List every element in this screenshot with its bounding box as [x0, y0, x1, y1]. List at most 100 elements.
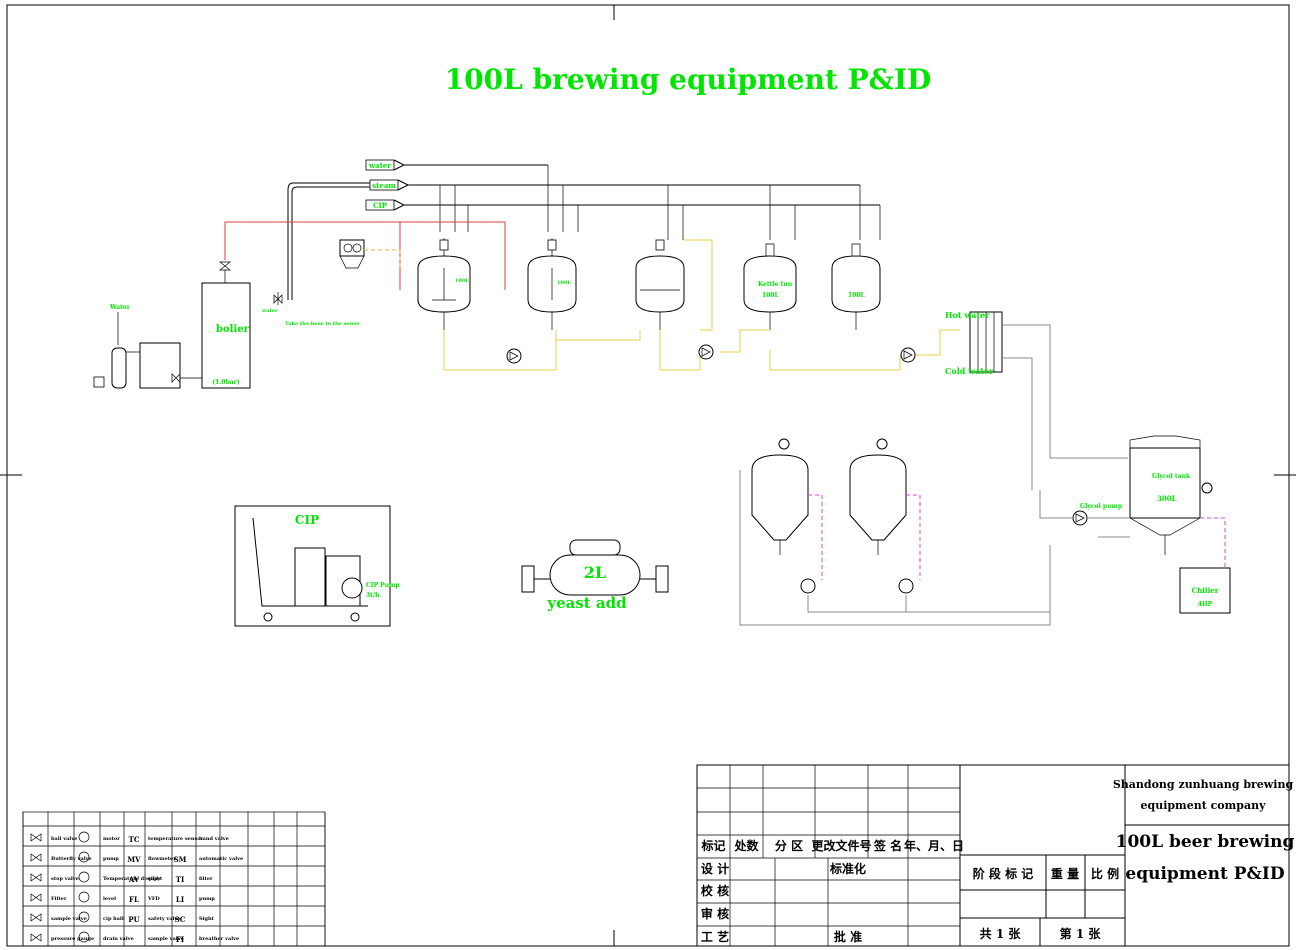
process-label: 工 艺	[701, 929, 729, 944]
revision-column-header: 分 区	[775, 838, 803, 853]
legend-code: FL	[129, 895, 139, 904]
legend-entry: Filter	[51, 896, 67, 902]
glycol-pump-label: Glycol pump	[1080, 503, 1122, 510]
lauter-tun: 100L	[527, 238, 577, 330]
glycol-tank-label: Glycol tank	[1152, 473, 1191, 480]
cip-cart-title: CIP	[295, 513, 319, 527]
legend-entry: ball valve	[51, 836, 77, 842]
utility-headers: water steam CIP	[287, 159, 881, 300]
legend-entry: level	[103, 896, 116, 902]
water-source-label: Water	[109, 304, 131, 311]
yeast-label: yeast add	[546, 594, 627, 612]
legend-entry: stop valve	[51, 876, 79, 882]
legend-entry: motor	[103, 836, 120, 842]
legend-code: PU	[128, 915, 139, 924]
chiller: Chiller 4HP	[1179, 517, 1231, 614]
water-supply: Water	[93, 304, 202, 389]
legend-code: AV	[128, 875, 140, 884]
sheet-number: 第 1 张	[1060, 926, 1102, 941]
boiler-note: (1.0bar)	[212, 379, 240, 386]
fermenter-1	[751, 438, 823, 594]
hot-water-label: Hot water	[945, 310, 990, 320]
legend-entry: flowmeter	[148, 856, 176, 862]
review-label: 审 核	[701, 906, 729, 921]
legend-entry: automatic valve	[199, 856, 243, 862]
glycol-tank-volume: 300L	[1157, 494, 1177, 503]
legend-entry: sample valve	[148, 936, 184, 942]
legend-entry: cip ball	[103, 916, 124, 922]
revision-column-header: 年、月、日	[904, 838, 964, 853]
steam-header-label: steam	[372, 181, 396, 190]
chiller-label: Chiller	[1192, 586, 1219, 595]
legend-entry: temperature sensor	[148, 836, 204, 842]
revision-column-header: 标记	[700, 838, 725, 853]
kettle-tun-label: Kettle tun	[758, 281, 793, 288]
company-line-2: equipment company	[1141, 799, 1267, 812]
legend-code: FI	[176, 935, 184, 944]
whirlpool-volume: 100L	[848, 292, 866, 299]
filter-tun	[635, 239, 685, 330]
glycol-pump: Glycol pump	[1039, 490, 1130, 538]
legend-code: TI	[176, 875, 184, 884]
check-label: 校 核	[701, 883, 729, 898]
sewer-hose: water Take the hose to the sewer	[261, 292, 360, 327]
legend-entry: Butterfly valve	[51, 856, 92, 862]
take-hose-label: Take the hose to the sewer	[285, 321, 360, 327]
kettle-tun-volume: 100L	[762, 292, 780, 299]
cip-pump-label: CIP Pump	[366, 582, 400, 589]
cip-pump-rate: 3t/h	[366, 592, 380, 599]
design-label: 设 计	[701, 861, 729, 876]
legend-code: SC	[175, 915, 186, 924]
grain-mill	[339, 239, 401, 270]
legend-entry: filter	[199, 876, 213, 882]
legend-code: MV	[127, 855, 141, 864]
legend-entry: Sight	[199, 916, 215, 922]
standard-label: 标准化	[829, 861, 866, 876]
stage-mark: 阶 段 标 记	[973, 866, 1034, 881]
cip-header-label: CIP	[373, 201, 388, 210]
fermenter-2	[849, 438, 921, 594]
legend-entry: pump	[199, 896, 215, 902]
boiler: bolier (1.0bar)	[201, 261, 251, 389]
legend-entry: safety valve	[148, 916, 180, 922]
legend-entry: VFD	[147, 896, 160, 902]
drawing-name-line-2: equipment P&ID	[1125, 864, 1284, 884]
revision-column-header: 签 名	[873, 838, 902, 853]
chiller-hp: 4HP	[1198, 601, 1213, 608]
heat-exchanger: Hot water Cold water	[945, 310, 1128, 490]
kettle-tun: Kettle tun 100L	[743, 243, 797, 330]
glycol-tank: Glycol tank 300L	[1129, 435, 1213, 555]
mash-tun: 100L	[417, 238, 471, 330]
cip-cart: CIP CIP Pump 3t/h	[234, 505, 400, 627]
boiler-label: bolier	[216, 324, 250, 335]
title-block: 标记处数 分 区更改文件号签 名年、月、日 Shandong zunhuang b…	[696, 764, 1295, 947]
yeast-volume: 2L	[584, 563, 606, 582]
legend-entry: hand valve	[199, 836, 229, 842]
drawing-title: 100L brewing equipment P&ID	[445, 63, 932, 96]
legend-code: LI	[176, 895, 184, 904]
legend-entry: Temperature display	[103, 876, 162, 882]
revision-column-header: 处数	[733, 838, 759, 853]
approve-label: 批 准	[834, 929, 862, 944]
legend-code: SM	[174, 855, 187, 864]
lauter-tun-volume: 100L	[557, 280, 571, 286]
legend-entry: pressure gauge	[51, 936, 94, 942]
sheets-total: 共 1 张	[980, 926, 1022, 941]
drawing-name-line-1: 100L beer brewing	[1116, 832, 1295, 852]
legend-entry: breather valve	[199, 936, 239, 942]
weight-label: 重 量	[1051, 866, 1079, 881]
legend-entry: pump	[103, 856, 119, 862]
ratio-label: 比 例	[1091, 866, 1119, 881]
legend-code: TC	[129, 835, 140, 844]
mash-tun-volume: 100L	[455, 278, 469, 284]
revision-column-header: 更改文件号	[811, 838, 871, 853]
whirlpool-tun: 100L	[831, 243, 881, 330]
cold-water-label: Cold water	[945, 366, 994, 376]
company-line-1: Shandong zunhuang brewing	[1113, 778, 1294, 791]
legend-entry: sight	[148, 876, 163, 882]
water-source: water	[261, 308, 278, 314]
legend-entry: sample valve	[51, 916, 87, 922]
brewhouse-pumps	[506, 344, 916, 364]
